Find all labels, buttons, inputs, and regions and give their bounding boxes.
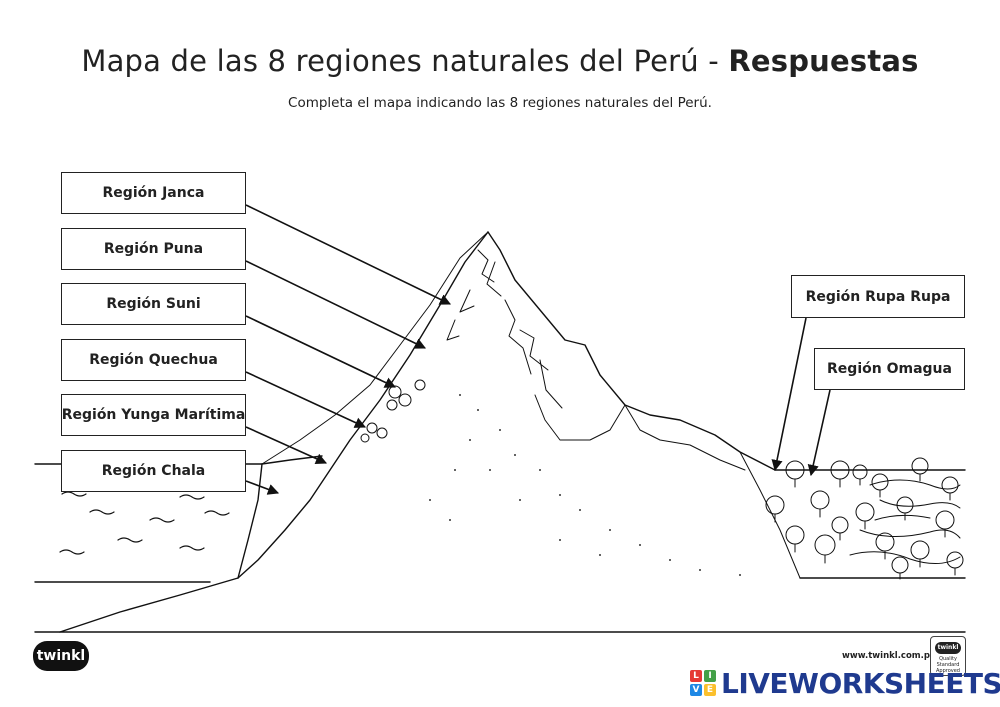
sea-waves <box>60 484 229 554</box>
label-rupa-rupa: Región Rupa Rupa <box>791 275 965 318</box>
inner-ridge <box>535 395 625 440</box>
label-arrows <box>246 205 830 493</box>
live-tiles: L I V E <box>690 670 716 696</box>
jungle-slope <box>740 452 800 578</box>
label-omagua: Región Omagua <box>814 348 965 390</box>
coast-ground-diagonal <box>60 578 238 632</box>
live-tile-v: V <box>690 684 702 696</box>
label-quechua: Región Quechua <box>61 339 246 381</box>
live-tile-e: E <box>704 684 716 696</box>
inner-ridge-2 <box>625 405 745 470</box>
sand-dots <box>429 394 741 576</box>
arrow-janca <box>246 205 450 304</box>
jungle-trees <box>766 458 963 579</box>
label-suni: Región Suni <box>61 283 246 325</box>
arrow-yunga <box>246 427 326 463</box>
liveworksheets-text: LIVEWORKSHEETS <box>721 667 1000 700</box>
quality-badge-logo: twinkl <box>935 642 961 654</box>
river-curves <box>850 480 960 564</box>
arrow-puna <box>246 261 425 348</box>
liveworksheets-watermark: L I V E LIVEWORKSHEETS <box>690 666 1000 700</box>
live-tile-l: L <box>690 670 702 682</box>
arrow-suni <box>246 316 395 387</box>
footer-url: www.twinkl.com.pe <box>842 651 936 661</box>
peak-rock-lines <box>447 250 562 408</box>
slope-bushes <box>361 380 425 442</box>
arrow-omagua <box>811 390 830 475</box>
arrow-quechua <box>246 372 365 427</box>
label-janca: Región Janca <box>61 172 246 214</box>
arrow-rupa-rupa <box>775 318 806 470</box>
label-chala: Región Chala <box>61 450 246 492</box>
arrow-chala <box>246 481 278 493</box>
label-puna: Región Puna <box>61 228 246 270</box>
label-yunga-maritima: Región Yunga Marítima <box>61 394 246 436</box>
live-tile-i: I <box>704 670 716 682</box>
west-slope <box>238 232 488 578</box>
twinkl-logo: twinkl <box>33 641 89 671</box>
